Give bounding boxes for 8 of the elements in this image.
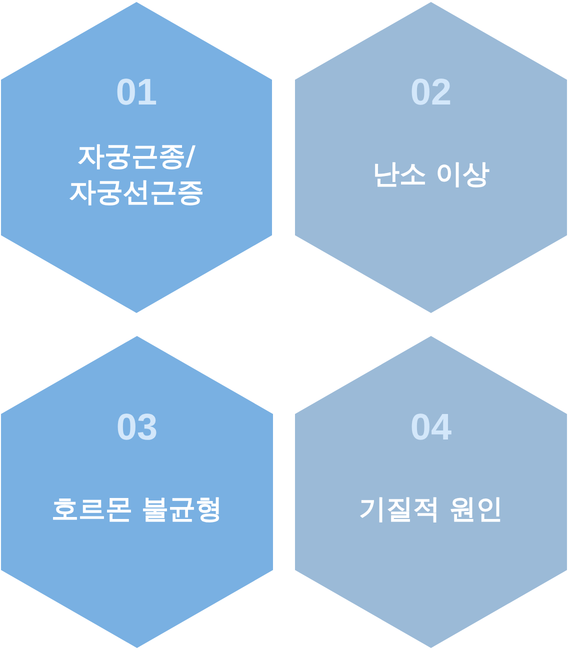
step-number: 01 — [116, 74, 158, 110]
step-number: 04 — [410, 408, 452, 445]
step-number: 02 — [410, 74, 452, 110]
step-number: 03 — [116, 408, 158, 445]
hexagon-label: 기질적 원인 — [358, 492, 504, 526]
hexagon-label: 난소 이상 — [372, 158, 490, 192]
hexagon-label: 자궁근종/ 자궁선근증 — [68, 140, 204, 210]
hexagon-label: 호르몬 불균형 — [50, 492, 224, 526]
